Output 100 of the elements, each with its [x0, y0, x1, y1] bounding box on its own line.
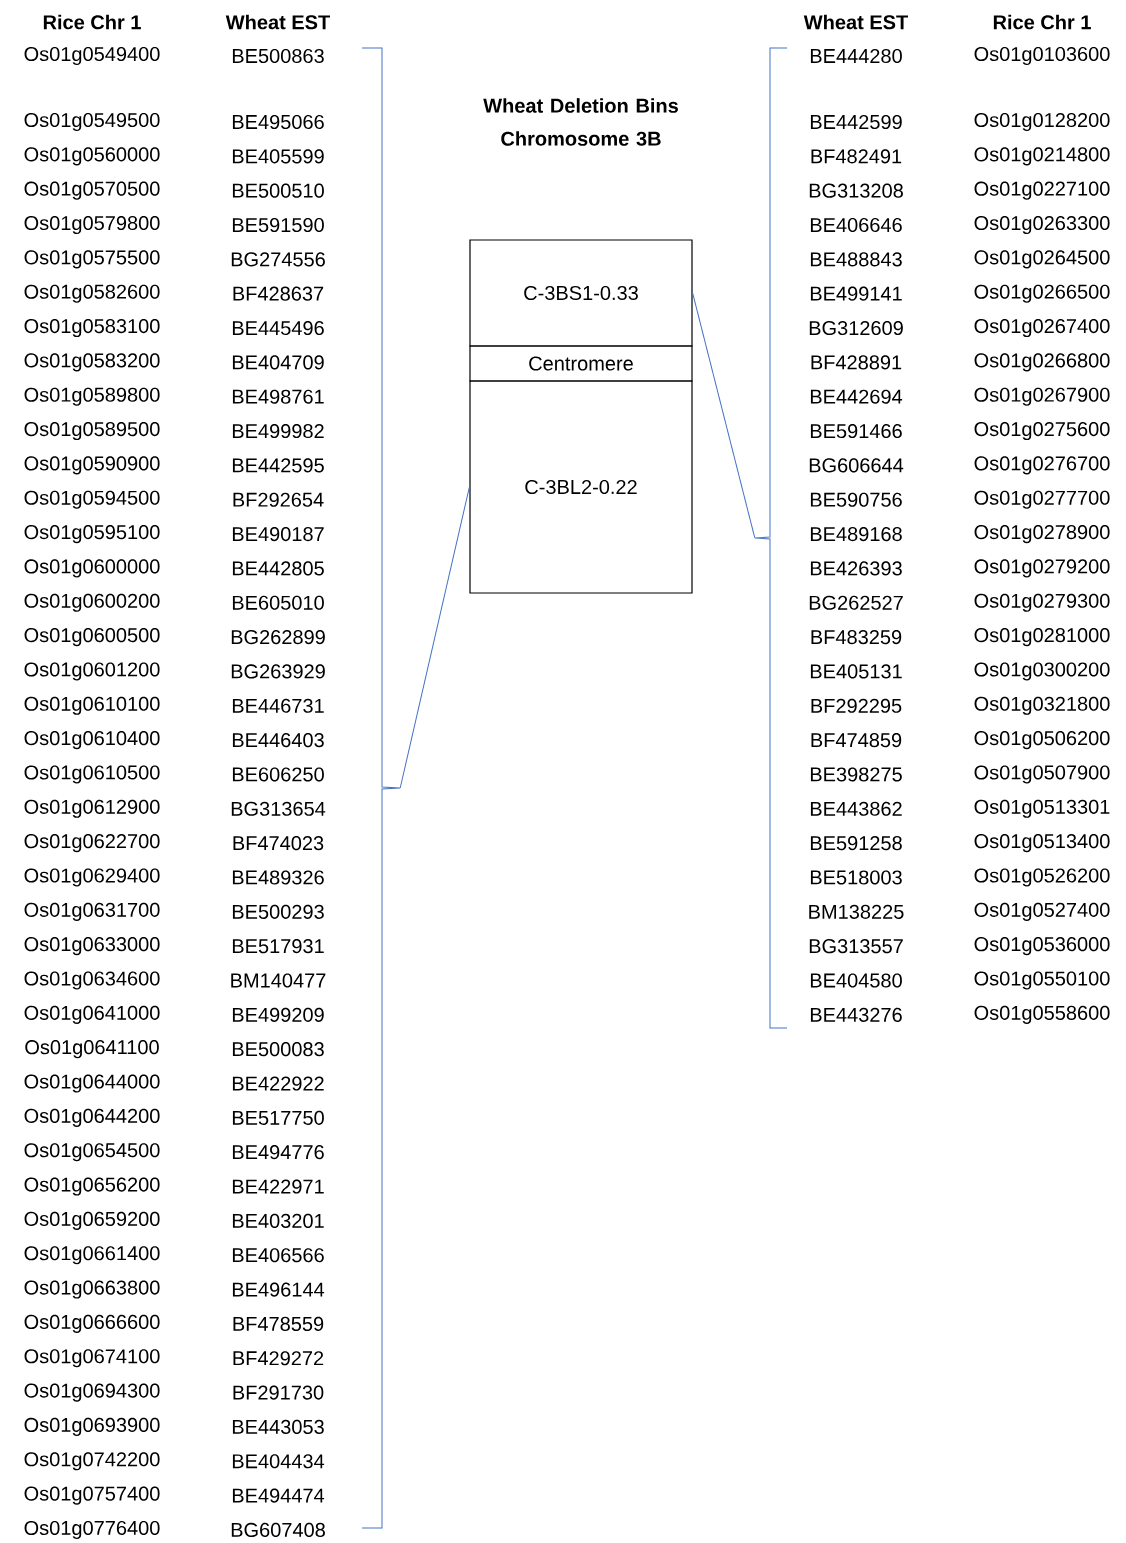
bin-box: C-3BL2-0.22 [469, 380, 693, 594]
gene-id: Os01g0634600 [24, 971, 160, 990]
est-id: BE444280 [810, 48, 902, 64]
est-id: BF474859 [811, 733, 902, 748]
gene-id: Os01g0513301 [974, 799, 1110, 818]
gene-id: Os01g0776400 [24, 1520, 160, 1539]
gene-id: Os01g0103600 [974, 46, 1110, 66]
bin-box: C-3BS1-0.33 [469, 239, 693, 347]
est-id: BG274556 [231, 252, 325, 267]
est-id: BE606250 [232, 767, 324, 782]
gene-id: Os01g0742200 [24, 1452, 160, 1471]
bracket [361, 47, 401, 1529]
gene-id: Os01g0549500 [24, 112, 160, 132]
gene-id: Os01g0536000 [974, 937, 1110, 956]
bin-title: Wheat Deletion Bins Chromosome 3B [483, 98, 678, 146]
est-id: BF292654 [233, 492, 324, 507]
est-id: BE442599 [810, 114, 902, 130]
est-id: BM140477 [231, 973, 326, 988]
gene-id: Os01g0757400 [24, 1486, 160, 1505]
gene-id: Os01g0582600 [24, 284, 160, 303]
gene-id: Os01g0560000 [24, 147, 160, 166]
est-id: BE605010 [232, 595, 324, 610]
est-id: BF474023 [233, 836, 324, 851]
est-id: BE404434 [232, 1454, 325, 1469]
gene-id: Os01g0266500 [974, 284, 1110, 303]
est-id: BE495066 [232, 114, 324, 130]
est-id: BE494776 [232, 1145, 324, 1160]
est-id: BE406566 [232, 1248, 324, 1263]
est-id: BE489168 [810, 527, 902, 542]
est-id: BE426393 [810, 561, 902, 576]
gene-id: Os01g0644000 [24, 1074, 160, 1093]
gene-id: Os01g0610400 [24, 731, 160, 750]
gene-id: Os01g0279300 [974, 593, 1110, 612]
est-id: BE442694 [810, 389, 903, 404]
est-id: BF428891 [811, 355, 902, 370]
est-id: BE591466 [810, 424, 902, 439]
gene-id: Os01g0277700 [974, 490, 1110, 509]
est-id: BE445496 [232, 320, 324, 336]
gene-id: Os01g0641100 [25, 1040, 159, 1059]
gene-id: Os01g0527400 [974, 902, 1110, 921]
gene-id: Os01g0654500 [24, 1143, 160, 1162]
connector-line [692, 292, 756, 539]
gene-id: Os01g0227100 [974, 181, 1110, 200]
gene-id: Os01g0641000 [24, 1005, 160, 1024]
bin-box: Centromere [469, 345, 693, 382]
gene-id: Os01g0279200 [974, 559, 1110, 578]
gene-id: Os01g0600500 [24, 628, 160, 647]
est-id: BE422922 [232, 1076, 324, 1091]
est-id: BE500510 [232, 183, 324, 198]
gene-id: Os01g0513400 [974, 834, 1110, 853]
est-id: BE496144 [232, 1282, 325, 1297]
est-id: BE517750 [232, 1110, 324, 1125]
est-id: BG607408 [231, 1522, 325, 1537]
est-id: BE442595 [232, 458, 324, 473]
gene-id: Os01g0589500 [24, 422, 160, 441]
gene-id: Os01g0693900 [24, 1417, 160, 1436]
gene-id: Os01g0579800 [24, 215, 160, 235]
est-id: BE404709 [232, 355, 324, 370]
gene-id: Os01g0629400 [24, 868, 160, 887]
est-id: BF429272 [233, 1351, 324, 1366]
est-id: BE405131 [810, 664, 902, 679]
gene-id: Os01g0659200 [24, 1211, 160, 1230]
connector-line [399, 486, 470, 789]
gene-id: Os01g0264500 [974, 250, 1110, 269]
est-id: BF428637 [233, 286, 324, 301]
est-id: BG313208 [809, 183, 903, 198]
est-id: BE499209 [232, 1007, 324, 1022]
gene-id: Os01g0661400 [24, 1246, 160, 1265]
est-id: BE406646 [810, 217, 902, 233]
est-id: BE443276 [810, 1007, 902, 1022]
gene-id: Os01g0550100 [974, 971, 1110, 990]
est-id: BE398275 [810, 767, 902, 782]
est-id: BE446731 [232, 698, 324, 713]
gene-id: Os01g0622700 [24, 834, 160, 853]
est-id: BE518003 [810, 870, 902, 885]
gene-id: Os01g0589800 [24, 387, 160, 406]
gene-id: Os01g0506200 [974, 731, 1110, 750]
column-header: Rice Chr 1 [43, 14, 141, 30]
gene-id: Os01g0281000 [974, 628, 1110, 647]
est-id: BE494474 [232, 1488, 325, 1503]
gene-id: Os01g0276700 [974, 456, 1110, 475]
est-id: BG606644 [809, 458, 904, 473]
gene-id: Os01g0590900 [24, 456, 160, 475]
est-id: BE499141 [810, 286, 902, 301]
est-id: BF483259 [811, 630, 902, 645]
est-id: BG262527 [809, 595, 903, 610]
est-id: BG313654 [231, 801, 326, 816]
est-id: BE422971 [232, 1179, 324, 1194]
gene-id: Os01g0263300 [974, 215, 1110, 235]
gene-id: Os01g0600200 [24, 593, 160, 612]
est-id: BE517931 [232, 939, 324, 954]
column-header: Wheat EST [225, 14, 330, 30]
est-id: BE446403 [232, 733, 324, 748]
gene-id: Os01g0570500 [24, 181, 160, 200]
gene-id: Os01g0644200 [24, 1108, 160, 1127]
gene-id: Os01g0656200 [24, 1177, 160, 1196]
gene-id: Os01g0601200 [24, 662, 160, 681]
est-id: BE489326 [232, 870, 324, 885]
est-id: BE488843 [810, 252, 902, 267]
est-id: BE490187 [232, 527, 324, 542]
